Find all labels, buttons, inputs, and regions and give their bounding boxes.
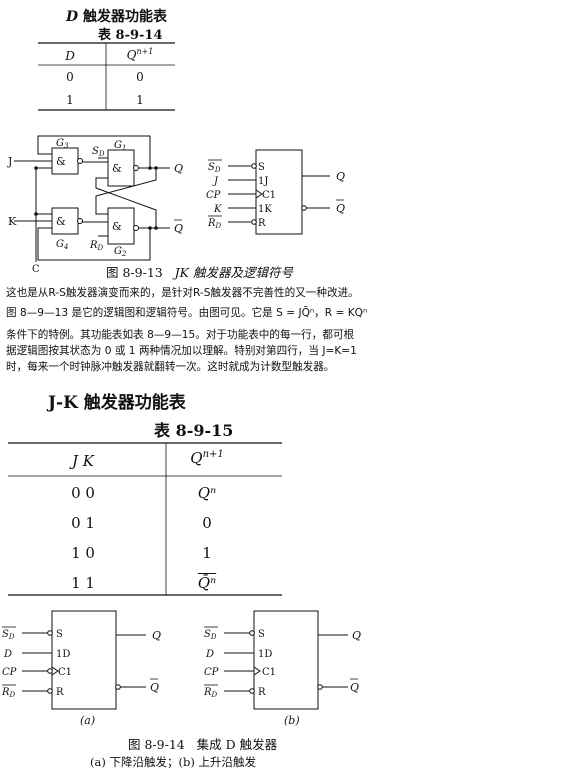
d-flipflop-symbols: S 1D C1 R SD D CP RD Q Q S 1D C1 R SD D [1, 610, 361, 710]
gate-and-label: & [56, 215, 66, 228]
gate-g3-label: G3 [56, 138, 69, 150]
table2-cell: Q̄ⁿ [197, 574, 217, 592]
gate-and-label: & [56, 155, 66, 168]
symbol-a-input-rd: RD [1, 687, 16, 699]
symbol-input-k: K [213, 204, 222, 215]
paragraph-line: 这也是从R-S触发器演变而来的，是针对R-S触发器不完善性的又一种改进。 [6, 287, 359, 299]
fig14-caption: 图 8-9-14 集成 D 触发器 [128, 734, 277, 753]
symbol-pin-1j: 1J [258, 176, 268, 187]
symbol-pin-c1: C1 [262, 190, 276, 201]
symbol-a-pin-s: S [56, 629, 63, 640]
symbol-b-input-cp: CP [204, 667, 219, 678]
paragraph-line: 时，每来一个时钟脉冲触发器就翻转一次。这时就成为计数型触发器。 [6, 361, 335, 373]
symbol-a-label: (a) [80, 714, 96, 727]
gate-g4-label: G4 [56, 239, 68, 251]
table2-cell: 0 0 [71, 484, 95, 502]
fig14-subcaption: (a) 下降沿触发；(b) 上升沿触发 [90, 755, 256, 769]
gate-g1-label: G1 [114, 140, 126, 152]
symbol-a-input-sd: SD [2, 629, 15, 641]
symbol-b-pin-1d: 1D [258, 649, 272, 660]
symbol-b-output-qbar: Q [350, 681, 359, 694]
j-input-label: J [7, 155, 12, 168]
symbol-a-input-d: D [3, 649, 12, 660]
symbol-pin-1k: 1K [258, 204, 272, 215]
symbol-input-cp: CP [206, 190, 221, 201]
symbol-a-output-qbar: Q [150, 681, 159, 694]
symbol-a-pin-1d: 1D [56, 649, 70, 660]
table1-grid [38, 42, 175, 111]
fig13-caption-num: 图 8-9-13 [106, 265, 163, 280]
table2-cell: Qⁿ [197, 484, 217, 502]
symbol-a-output-q: Q [152, 629, 161, 642]
fig14-caption-num: 图 8-9-14 [128, 737, 185, 752]
symbol-input-sd: SD [208, 162, 221, 174]
table1-cell: 1 [136, 93, 144, 107]
table2-number: 表 8-9-15 [154, 421, 234, 440]
q-output-label: Q [174, 162, 183, 175]
table1-header-q: Qn+1 [126, 47, 154, 62]
table2-cell: 1 1 [71, 574, 95, 592]
symbol-b-input-rd: RD [203, 687, 218, 699]
table1-cell: 0 [136, 70, 144, 84]
symbol-pin-r: R [258, 218, 266, 229]
paragraph-line: 条件下的特例。其功能表如表 8—9—15。对于功能表中的每一行，都可根 [6, 329, 355, 341]
fig13-caption-text: JK 触发器及逻辑符号 [174, 265, 293, 280]
table2-header-q: Qn+1 [190, 449, 224, 467]
paragraph-line: 图 8—9—13 是它的逻辑图和逻辑符号。由图可见。它是 S = JQ̄ⁿ，R … [6, 307, 368, 319]
paragraph-line: 据逻辑图按其状态为 0 或 1 两种情况加以理解。特别对第四行，当 J=K=1 [6, 345, 357, 357]
symbol-b-input-d: D [205, 649, 214, 660]
table1-header-d: D [65, 49, 75, 63]
gate-and-label: & [112, 220, 122, 233]
symbol-a-pin-r: R [56, 687, 64, 698]
table1-title-text: 触发器功能表 [83, 9, 168, 25]
symbol-b-pin-c1: C1 [262, 667, 276, 678]
symbol-b-label: (b) [284, 714, 300, 727]
symbol-b-input-sd: SD [204, 629, 217, 641]
body-paragraph: 这也是从R-S触发器演变而来的，是针对R-S触发器不完善性的又一种改进。 图 8… [6, 285, 572, 375]
symbol-b-pin-s: S [258, 629, 265, 640]
table2-cell: 0 1 [71, 514, 95, 532]
symbol-output-q: Q [336, 170, 345, 183]
symbol-pin-s: S [258, 162, 265, 173]
symbol-a-pin-c1: C1 [58, 667, 72, 678]
table2-cell: 1 0 [71, 544, 95, 562]
jk-logic-diagram: & & & & G3 G1 G4 G2 SD RD J K C Q Q S 1J… [7, 135, 345, 275]
table1-number: 表 8-9-14 [98, 28, 163, 43]
table2-cell: 1 [202, 544, 212, 562]
fig13-caption: 图 8-9-13 JK 触发器及逻辑符号 [106, 262, 293, 281]
fig14-caption-text: 集成 D 触发器 [196, 737, 278, 752]
c-input-label: C [32, 264, 40, 275]
symbol-b-output-q: Q [352, 629, 361, 642]
k-input-label: K [8, 215, 17, 228]
symbol-output-qbar: Q [336, 202, 345, 215]
table1-cell: 0 [66, 70, 74, 84]
sd-label: SD [92, 146, 105, 158]
table2-cell: 0 [202, 514, 212, 532]
qbar-output-label: Q [174, 222, 183, 235]
gate-and-label: & [112, 162, 122, 175]
table2-grid [8, 442, 282, 596]
table2-header-jk: J K [72, 452, 94, 470]
table2-title: J-K 触发器功能表 [48, 393, 186, 413]
symbol-input-rd: RD [207, 218, 222, 230]
table1-title: D 触发器功能表 [66, 9, 168, 25]
symbol-b-pin-r: R [258, 687, 266, 698]
table1-cell: 1 [66, 93, 74, 107]
gate-g2-label: G2 [114, 246, 127, 258]
rd-label: RD [89, 240, 104, 252]
symbol-a-input-cp: CP [2, 667, 17, 678]
symbol-input-j: J [212, 176, 219, 187]
